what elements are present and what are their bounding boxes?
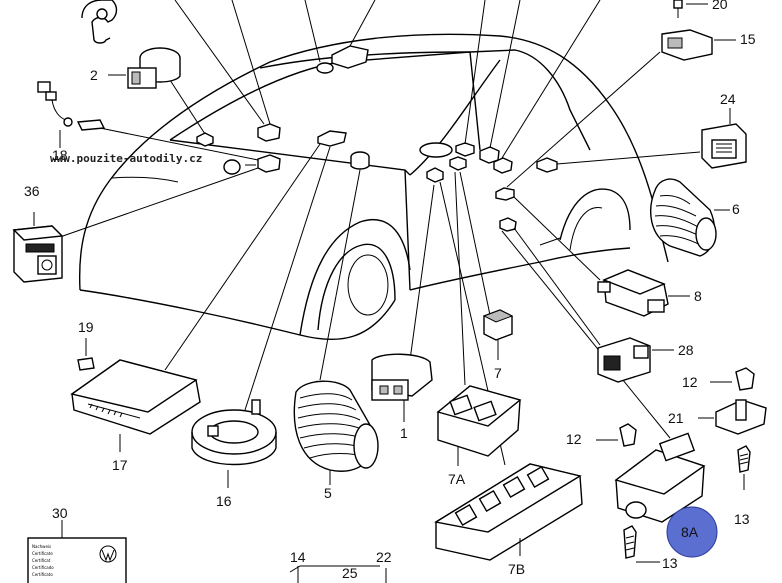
callout-20: 20 bbox=[712, 0, 728, 12]
part-2-switch bbox=[108, 47, 181, 89]
svg-text:Certificat: Certificat bbox=[32, 558, 51, 563]
callout-13a: 13 bbox=[734, 511, 750, 527]
part-7A-switch bbox=[436, 385, 522, 466]
callout-28: 28 bbox=[678, 342, 694, 358]
part-16-clock-spring bbox=[191, 399, 277, 488]
part-17-control-unit bbox=[70, 338, 201, 452]
callout-19: 19 bbox=[78, 319, 94, 335]
part-5-bellows bbox=[293, 380, 379, 485]
callout-21: 21 bbox=[668, 410, 684, 426]
callout-18: 18 bbox=[52, 147, 68, 163]
part-18-connector bbox=[37, 81, 106, 148]
svg-text:Nachweis: Nachweis bbox=[32, 544, 51, 549]
watermark: www.pouzite-autodily.cz bbox=[50, 152, 202, 165]
callout-13b: 13 bbox=[662, 555, 678, 571]
callout-7B: 7B bbox=[508, 561, 525, 577]
part-7-relay bbox=[482, 309, 514, 360]
part-36-switch bbox=[12, 212, 64, 283]
callout-5: 5 bbox=[324, 485, 332, 501]
part-7B-switch bbox=[434, 463, 583, 561]
svg-text:Certificate: Certificate bbox=[32, 551, 53, 556]
part-1-buckle-switch bbox=[371, 353, 433, 422]
callout-12b: 12 bbox=[566, 431, 582, 447]
callout-36: 36 bbox=[24, 183, 40, 199]
mounting-markers bbox=[196, 45, 558, 232]
clamp-part bbox=[81, 0, 118, 44]
part-30-label: Nachweis Certificate Certificat Certific… bbox=[27, 520, 127, 583]
callout-7: 7 bbox=[494, 365, 502, 381]
part-6-bellows bbox=[650, 178, 730, 257]
callout-14: 14 bbox=[290, 549, 306, 565]
callout-16: 16 bbox=[216, 493, 232, 509]
callout-15: 15 bbox=[740, 31, 756, 47]
callout-8A: 8A bbox=[681, 524, 699, 540]
callout-6: 6 bbox=[732, 201, 740, 217]
callout-labels: 1 2 5 6 7 7A 7B 8 12 12 13 13 14 15 16 1… bbox=[24, 0, 756, 581]
leader-lines bbox=[59, 0, 701, 466]
part-8A-sensor bbox=[596, 423, 706, 563]
callout-7A: 7A bbox=[448, 471, 466, 487]
part-24-connector bbox=[701, 108, 747, 169]
callout-17: 17 bbox=[112, 457, 128, 473]
callout-24: 24 bbox=[720, 91, 736, 107]
parts-14-22-25 bbox=[289, 565, 387, 583]
callout-12a: 12 bbox=[682, 374, 698, 390]
highlight-8A bbox=[666, 506, 718, 558]
part-28-connector bbox=[597, 337, 674, 383]
part-15-sensor bbox=[661, 0, 736, 61]
callout-25: 25 bbox=[342, 565, 358, 581]
part-21-bracket bbox=[698, 367, 767, 490]
callout-2: 2 bbox=[90, 67, 98, 83]
part-8-sensor bbox=[597, 269, 690, 317]
svg-text:Certificado: Certificado bbox=[32, 565, 54, 570]
callout-1: 1 bbox=[400, 425, 408, 441]
callout-8: 8 bbox=[694, 288, 702, 304]
callout-22: 22 bbox=[376, 549, 392, 565]
callout-30: 30 bbox=[52, 505, 68, 521]
svg-text:Certificato: Certificato bbox=[32, 572, 53, 577]
